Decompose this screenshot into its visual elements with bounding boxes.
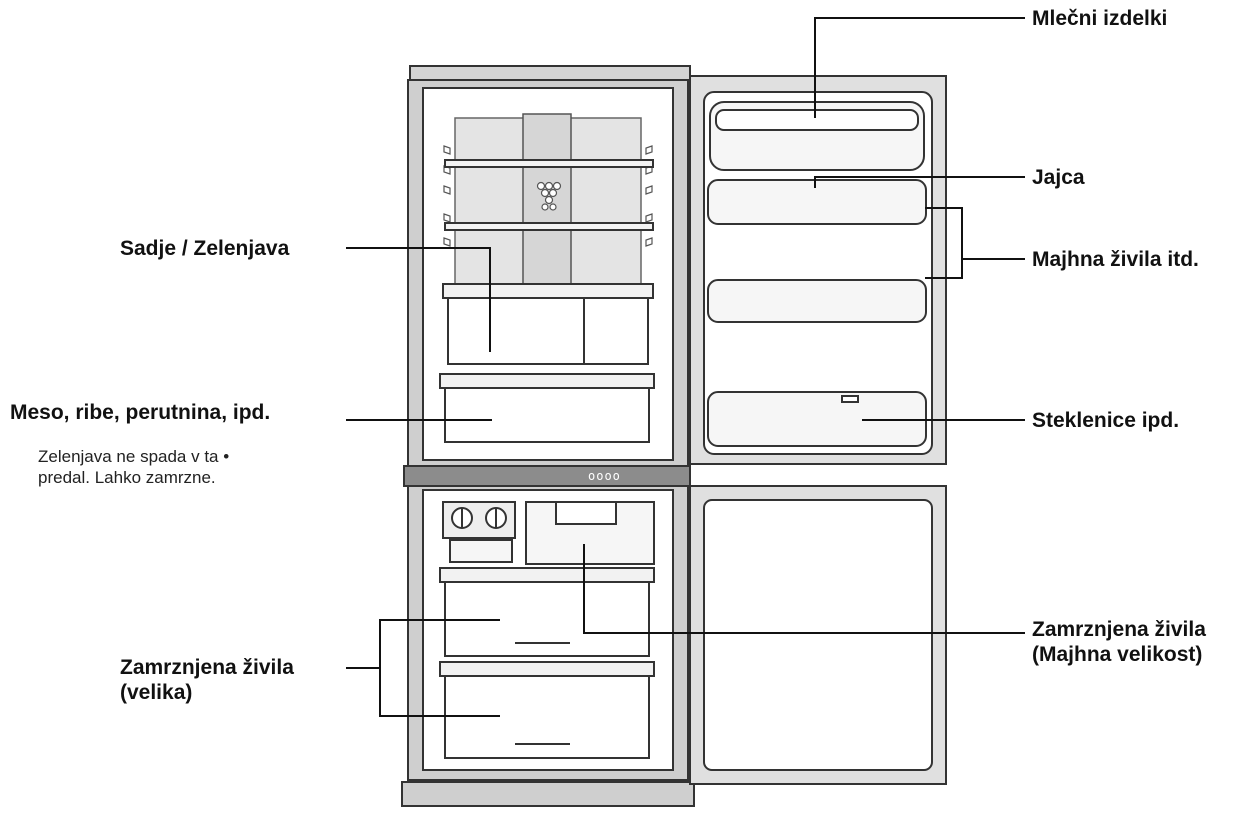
note-line-1: Zelenjava ne spada v ta • [38,447,230,466]
label-bottles: Steklenice ipd. [1032,409,1180,432]
label-dairy: Mlečni izdelki [1032,7,1168,30]
label-eggs: Jajca [1032,166,1085,189]
label-fruit-veg: Sadje / Zelenjava [120,237,290,260]
label-small-foods: Majhna živila itd. [1032,248,1199,271]
freezer-door [689,485,947,785]
note-line-2: predal. Lahko zamrzne. [38,468,216,487]
control-panel-indicator: oooo [588,469,621,483]
label-meat-fish: Meso, ribe, perutnina, ipd. [10,401,271,424]
label-frozen-large-1: Zamrznjena živila [120,656,294,679]
grape-icon [536,181,562,211]
fridge-door [689,75,947,465]
label-frozen-small-1: Zamrznjena živila [1032,618,1206,641]
leader-lines [346,17,1025,717]
label-frozen-small-2: (Majhna velikost) [1032,643,1203,666]
fridge-cabinet [401,65,695,807]
label-frozen-large-2: (velika) [120,681,193,704]
